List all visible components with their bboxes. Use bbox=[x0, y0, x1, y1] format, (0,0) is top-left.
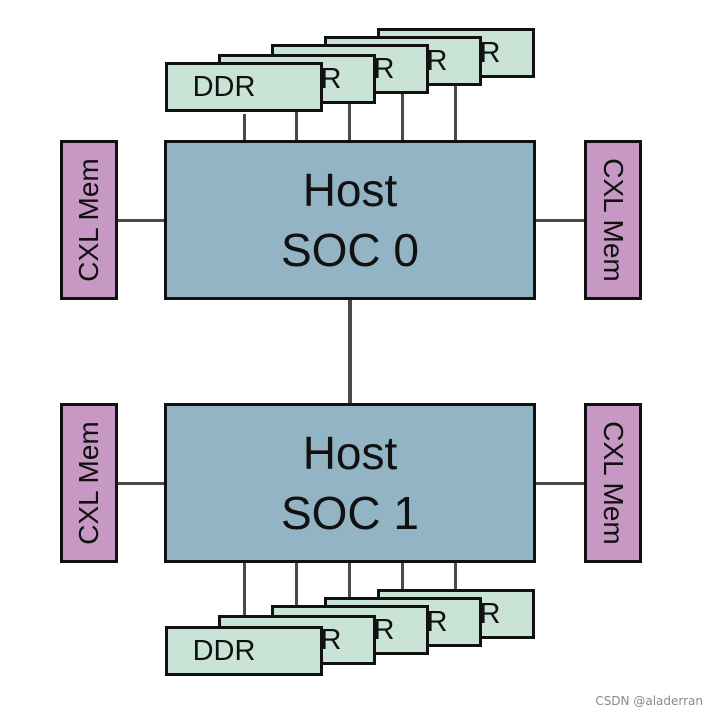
cxl-connector bbox=[116, 219, 166, 222]
soc-label: SOC 1 bbox=[280, 487, 420, 539]
cxl-mem-module: CXL Mem bbox=[60, 140, 118, 300]
ddr-connector bbox=[243, 560, 246, 628]
ddr-label: R bbox=[373, 52, 395, 85]
host-soc-1: Host SOC 1 bbox=[164, 403, 536, 563]
ddr-label: R bbox=[426, 44, 448, 77]
host-soc-0: Host SOC 0 bbox=[164, 140, 536, 300]
ddr-connector bbox=[454, 560, 457, 592]
ddr-label: DDR bbox=[192, 70, 256, 103]
ddr-connector bbox=[348, 100, 351, 142]
ddr-connector bbox=[454, 82, 457, 142]
host-label: Host bbox=[302, 164, 398, 216]
ddr-label: DDR bbox=[192, 634, 256, 667]
ddr-label: R bbox=[373, 613, 395, 646]
ddr-label: R bbox=[479, 597, 501, 630]
cxl-connector bbox=[534, 219, 586, 222]
host-interconnect bbox=[348, 298, 352, 405]
cxl-mem-module: CXL Mem bbox=[584, 140, 642, 300]
ddr-connector bbox=[401, 560, 404, 600]
ddr-label: R bbox=[479, 36, 501, 69]
ddr-module-front: DDR bbox=[165, 626, 323, 676]
cxl-connector bbox=[534, 482, 586, 485]
ddr-label: R bbox=[320, 62, 342, 95]
ddr-connector bbox=[243, 114, 246, 142]
ddr-label: R bbox=[426, 605, 448, 638]
ddr-connector bbox=[401, 92, 404, 142]
ddr-connector bbox=[348, 560, 351, 608]
watermark: CSDN @aladerran bbox=[595, 694, 703, 708]
ddr-label: R bbox=[320, 623, 342, 656]
cxl-label: CXL Mem bbox=[73, 158, 104, 282]
soc-label: SOC 0 bbox=[280, 224, 420, 276]
cxl-label: CXL Mem bbox=[598, 158, 629, 282]
cxl-mem-module: CXL Mem bbox=[60, 403, 118, 563]
ddr-connector bbox=[295, 108, 298, 142]
cxl-mem-module: CXL Mem bbox=[584, 403, 642, 563]
cxl-connector bbox=[116, 482, 166, 485]
ddr-connector bbox=[295, 560, 298, 618]
cxl-label: CXL Mem bbox=[598, 421, 629, 545]
ddr-module-front: DDR bbox=[165, 62, 323, 112]
host-label: Host bbox=[302, 427, 398, 479]
cxl-label: CXL Mem bbox=[73, 421, 104, 545]
